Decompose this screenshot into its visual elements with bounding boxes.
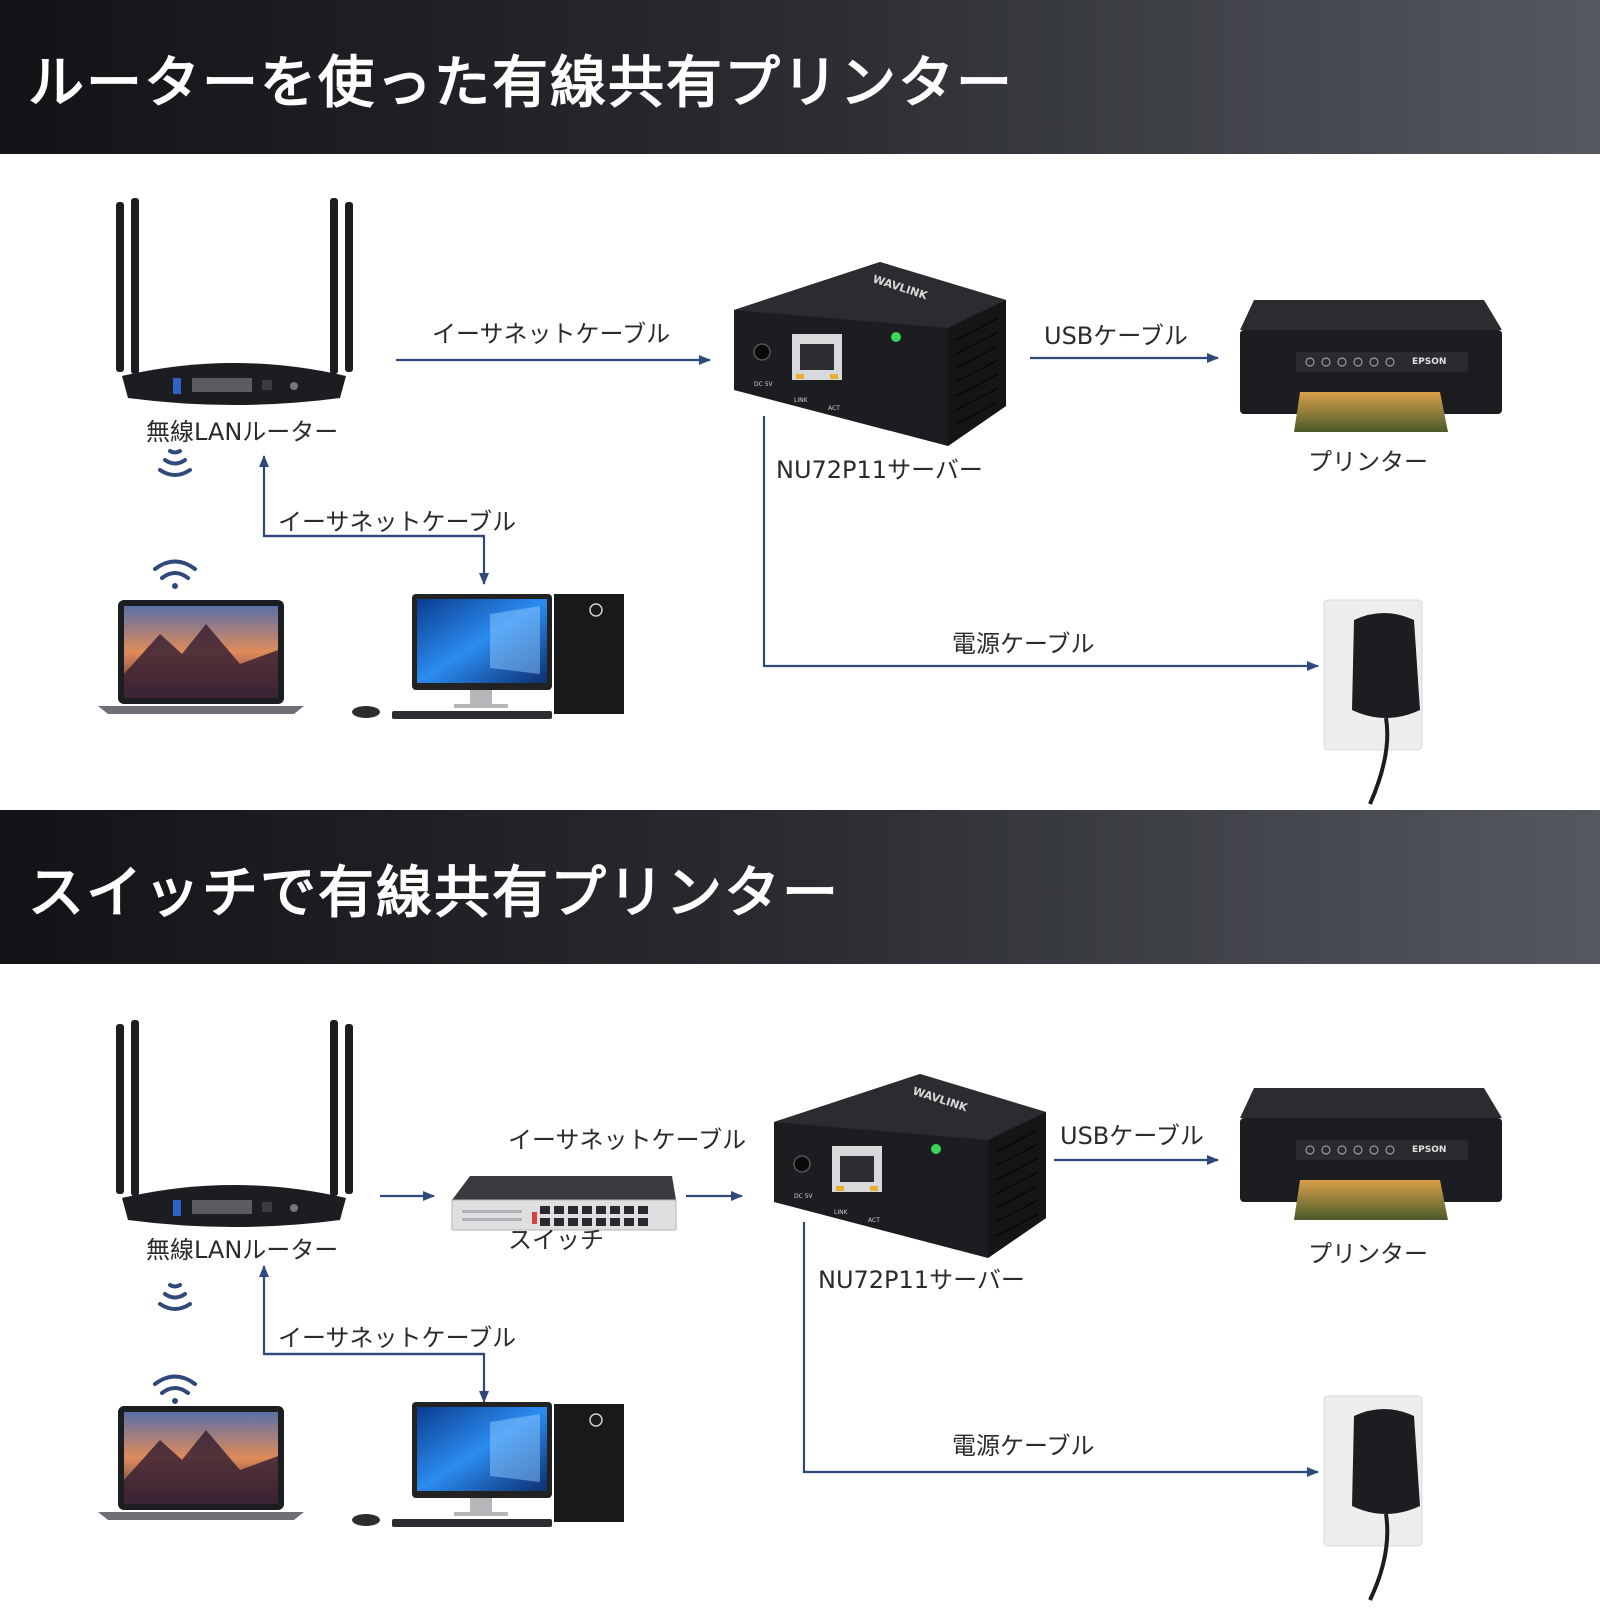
ethernet-to-pc-label: イーサネットケーブル (278, 1324, 517, 1352)
arrow-icon (264, 1352, 489, 1403)
router-icon (116, 198, 353, 405)
wifi-icon (158, 449, 192, 477)
wifi-icon (153, 559, 197, 589)
port-label: DC 5V (794, 1193, 814, 1200)
print-server-icon: WAVLINK DC 5V LINK ACT (774, 1074, 1046, 1258)
power-adapter-icon (1323, 1395, 1423, 1601)
usb-cable-label: USBケーブル (1044, 322, 1188, 350)
arrow-icon (264, 534, 489, 585)
port-label: LINK (794, 397, 809, 404)
power-cable-label: 電源ケーブル (952, 1432, 1095, 1460)
arrow-icon (802, 1222, 1319, 1477)
section-2-title: スイッチで有線共有プリンター (28, 861, 840, 926)
wifi-icon (158, 1283, 192, 1311)
server-label: NU72P11サーバー (818, 1266, 1025, 1294)
print-server-icon: WAVLINK DC 5V LINK ACT (734, 262, 1006, 446)
section-1-title: ルーターを使った有線共有プリンター (28, 51, 1014, 116)
port-label: LINK (834, 1209, 849, 1216)
server-label: NU72P11サーバー (776, 456, 983, 484)
printer-label: プリンター (1308, 1240, 1428, 1268)
network-switch-icon (451, 1176, 677, 1231)
desktop-pc-icon (352, 594, 624, 719)
power-adapter-icon (1323, 599, 1423, 805)
ethernet-to-server-label: イーサネットケーブル (432, 320, 671, 348)
desktop-pc-icon (352, 1402, 624, 1527)
port-label: ACT (828, 405, 840, 412)
section-2-banner: スイッチで有線共有プリンター (0, 810, 1600, 964)
section-2-diagram: WAVLINK DC 5V LINK ACT EPSON (0, 964, 1600, 1614)
laptop-icon (98, 600, 304, 714)
port-label: ACT (868, 1217, 880, 1224)
port-label: DC 5V (754, 381, 774, 388)
section-1-diagram-svg: WAVLINK DC 5V LINK ACT EPSON (98, 198, 1502, 805)
printer-brand-text: EPSON (1412, 357, 1446, 367)
section-1-diagram: WAVLINK DC 5V LINK ACT EPSON (0, 154, 1600, 805)
printer-label: プリンター (1308, 448, 1428, 476)
router-label: 無線LANルーター (146, 1236, 339, 1264)
section-1-banner: ルーターを使った有線共有プリンター (0, 0, 1600, 154)
router-label: 無線LANルーター (146, 418, 339, 446)
printer-icon: EPSON (1240, 1088, 1502, 1220)
wifi-icon (153, 1374, 197, 1404)
printer-icon: EPSON (1240, 300, 1502, 432)
arrow-icon (762, 416, 1319, 671)
router-icon (116, 1020, 353, 1227)
laptop-icon (98, 1406, 304, 1520)
power-cable-label: 電源ケーブル (952, 630, 1095, 658)
ethernet-to-pc-label: イーサネットケーブル (278, 508, 517, 536)
switch-label: スイッチ (508, 1226, 604, 1254)
usb-cable-label: USBケーブル (1060, 1122, 1204, 1150)
section-2-diagram-svg: WAVLINK DC 5V LINK ACT EPSON (98, 1020, 1502, 1601)
ethernet-to-server-label: イーサネットケーブル (508, 1126, 747, 1154)
printer-brand-text: EPSON (1412, 1145, 1446, 1155)
